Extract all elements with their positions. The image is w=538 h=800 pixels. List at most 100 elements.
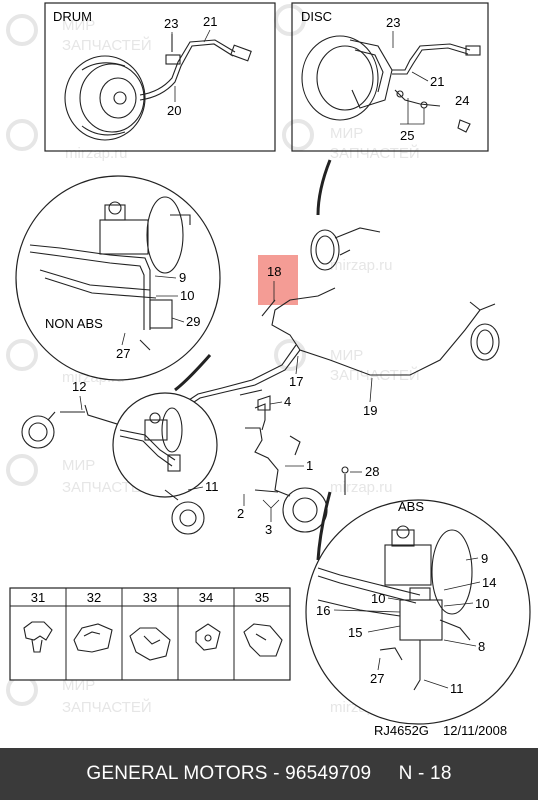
parts-table-header: 32: [87, 590, 101, 605]
drum-callouts: 23 21 20: [164, 14, 217, 118]
rear-disc-right: [310, 229, 340, 271]
clip-part-34: [195, 623, 221, 651]
watermark-text: ЗАПЧАСТЕЙ: [330, 144, 420, 162]
callout-label: 11: [450, 681, 464, 696]
callout-label: 29: [186, 314, 200, 329]
callout-label: 24: [455, 93, 469, 108]
watermark-logo: [274, 4, 306, 36]
callout-label: 18: [267, 264, 281, 279]
callout-label: 9: [179, 270, 186, 285]
main-brake-lines: [21, 227, 500, 533]
watermark-logo: [6, 119, 38, 151]
disc-inset-frame: [291, 2, 489, 152]
watermark-logo: [6, 14, 38, 46]
abs-modulator-drawing: [317, 525, 473, 691]
diagram-canvas: МИР ЗАПЧАСТЕЙ mirzap.ru МИР ЗАПЧАСТЕЙ mi…: [6, 2, 531, 738]
disc-callouts: 23 21 24 25: [386, 15, 469, 143]
callout-label: 27: [370, 671, 384, 686]
clip-part-31: [23, 621, 53, 653]
parts-table-frame: [9, 587, 291, 681]
callout-label: 9: [481, 551, 488, 566]
parts-table-header: 34: [199, 590, 213, 605]
callout-label: 10: [180, 288, 194, 303]
callout-label: 19: [363, 403, 377, 418]
callout-label: 3: [265, 522, 272, 537]
callout-label: 21: [430, 74, 444, 89]
disc-inset-title: DISC: [301, 9, 332, 24]
callout-label: 10: [475, 596, 489, 611]
watermark-text: mirzap.ru: [330, 257, 393, 274]
watermark-text: ЗАПЧАСТЕЙ: [62, 36, 152, 54]
callout-label: 11: [205, 479, 219, 494]
drum-leaders: [171, 29, 211, 102]
drawing-date: 12/11/2008: [443, 723, 507, 738]
callout-label: 17: [289, 374, 303, 389]
disc-connector: [316, 159, 332, 216]
clip-part-35: [243, 623, 283, 657]
callout-label: 10: [371, 591, 385, 606]
abs-connector: [316, 491, 332, 561]
parts-diagram: МИР ЗАПЧАСТЕЙ mirzap.ru МИР ЗАПЧАСТЕЙ mi…: [6, 2, 531, 738]
front-right-caliper: [164, 489, 205, 535]
watermark-text: МИР: [330, 125, 363, 142]
front-master-cylinder-inset: [112, 392, 218, 535]
callout-label: 4: [284, 394, 291, 409]
disc-brake-drawing: [301, 35, 481, 133]
footer-bar: GENERAL MOTORS - 96549709 N - 18: [0, 748, 538, 800]
disc-inset: DISC 23 21 24 25: [291, 2, 489, 152]
parts-table-header: 33: [143, 590, 157, 605]
callout-label: 25: [400, 128, 414, 143]
drum-inset-frame: [44, 2, 276, 152]
drawing-reference: RJ4652G: [374, 723, 429, 738]
callout-label: 23: [164, 16, 178, 31]
rear-disc-left: [470, 323, 500, 361]
abs-inset-title: ABS: [398, 499, 424, 514]
abs-inset: ABS 9 14 10 10 16 15 8 27 11: [305, 491, 531, 725]
callout-label: 8: [478, 639, 485, 654]
watermark-logo: [282, 119, 314, 151]
drum-inset-title: DRUM: [53, 9, 92, 24]
parts-table-header: 31: [31, 590, 45, 605]
callout-label: 23: [386, 15, 400, 30]
non-abs-callouts: 9 10 29 27: [116, 270, 200, 361]
clip-part-32: [73, 623, 113, 653]
callout-label: 21: [203, 14, 217, 29]
watermark-text: МИР: [62, 457, 95, 474]
callout-label: 2: [237, 506, 244, 521]
non-abs-master-cylinder: [29, 196, 191, 351]
non-abs-inset: NON ABS 9 10 29 27: [15, 175, 221, 381]
callout-label: 14: [482, 575, 496, 590]
non-abs-inset-frame: [15, 175, 221, 381]
front-left-brake: [21, 415, 55, 449]
watermark-logo: [274, 339, 306, 371]
watermark-logo: [6, 454, 38, 486]
callout-label: 16: [316, 603, 330, 618]
watermark-logo: [6, 339, 38, 371]
watermark-text: МИР: [62, 677, 95, 694]
callout-label: 12: [72, 379, 86, 394]
callout-label: 28: [365, 464, 379, 479]
callout-label: 20: [167, 103, 181, 118]
watermark-text: mirzap.ru: [65, 145, 128, 162]
callout-label: 27: [116, 346, 130, 361]
parts-table-header: 35: [255, 590, 269, 605]
non-abs-inset-title: NON ABS: [45, 316, 103, 331]
highlight-part-18: [258, 255, 298, 305]
clip-part-33: [129, 627, 171, 661]
drum-brake-drawing: [64, 34, 252, 141]
parts-table: 31 32 33 34 35: [9, 587, 291, 681]
disc-leaders: [392, 31, 429, 125]
non-abs-connector: [174, 354, 212, 392]
watermark-text: МИР: [330, 347, 363, 364]
main-callouts: 18 17 19 12 4 1 28 11 2 3: [72, 264, 379, 537]
drum-inset: DRUM 23 21 20: [44, 2, 276, 152]
watermark-text: МИР: [62, 17, 95, 34]
callout-label: 15: [348, 625, 362, 640]
abs-callouts: 9 14 10 10 16 15 8 27 11: [316, 551, 496, 696]
footer-part-number: GENERAL MOTORS - 96549709 N - 18: [86, 763, 452, 784]
abs-inset-frame: [305, 499, 531, 725]
non-abs-leaders: [121, 275, 185, 346]
callout-label: 1: [306, 458, 313, 473]
watermark-text: mirzap.ru: [330, 479, 393, 496]
front-right-brake: [282, 487, 328, 533]
